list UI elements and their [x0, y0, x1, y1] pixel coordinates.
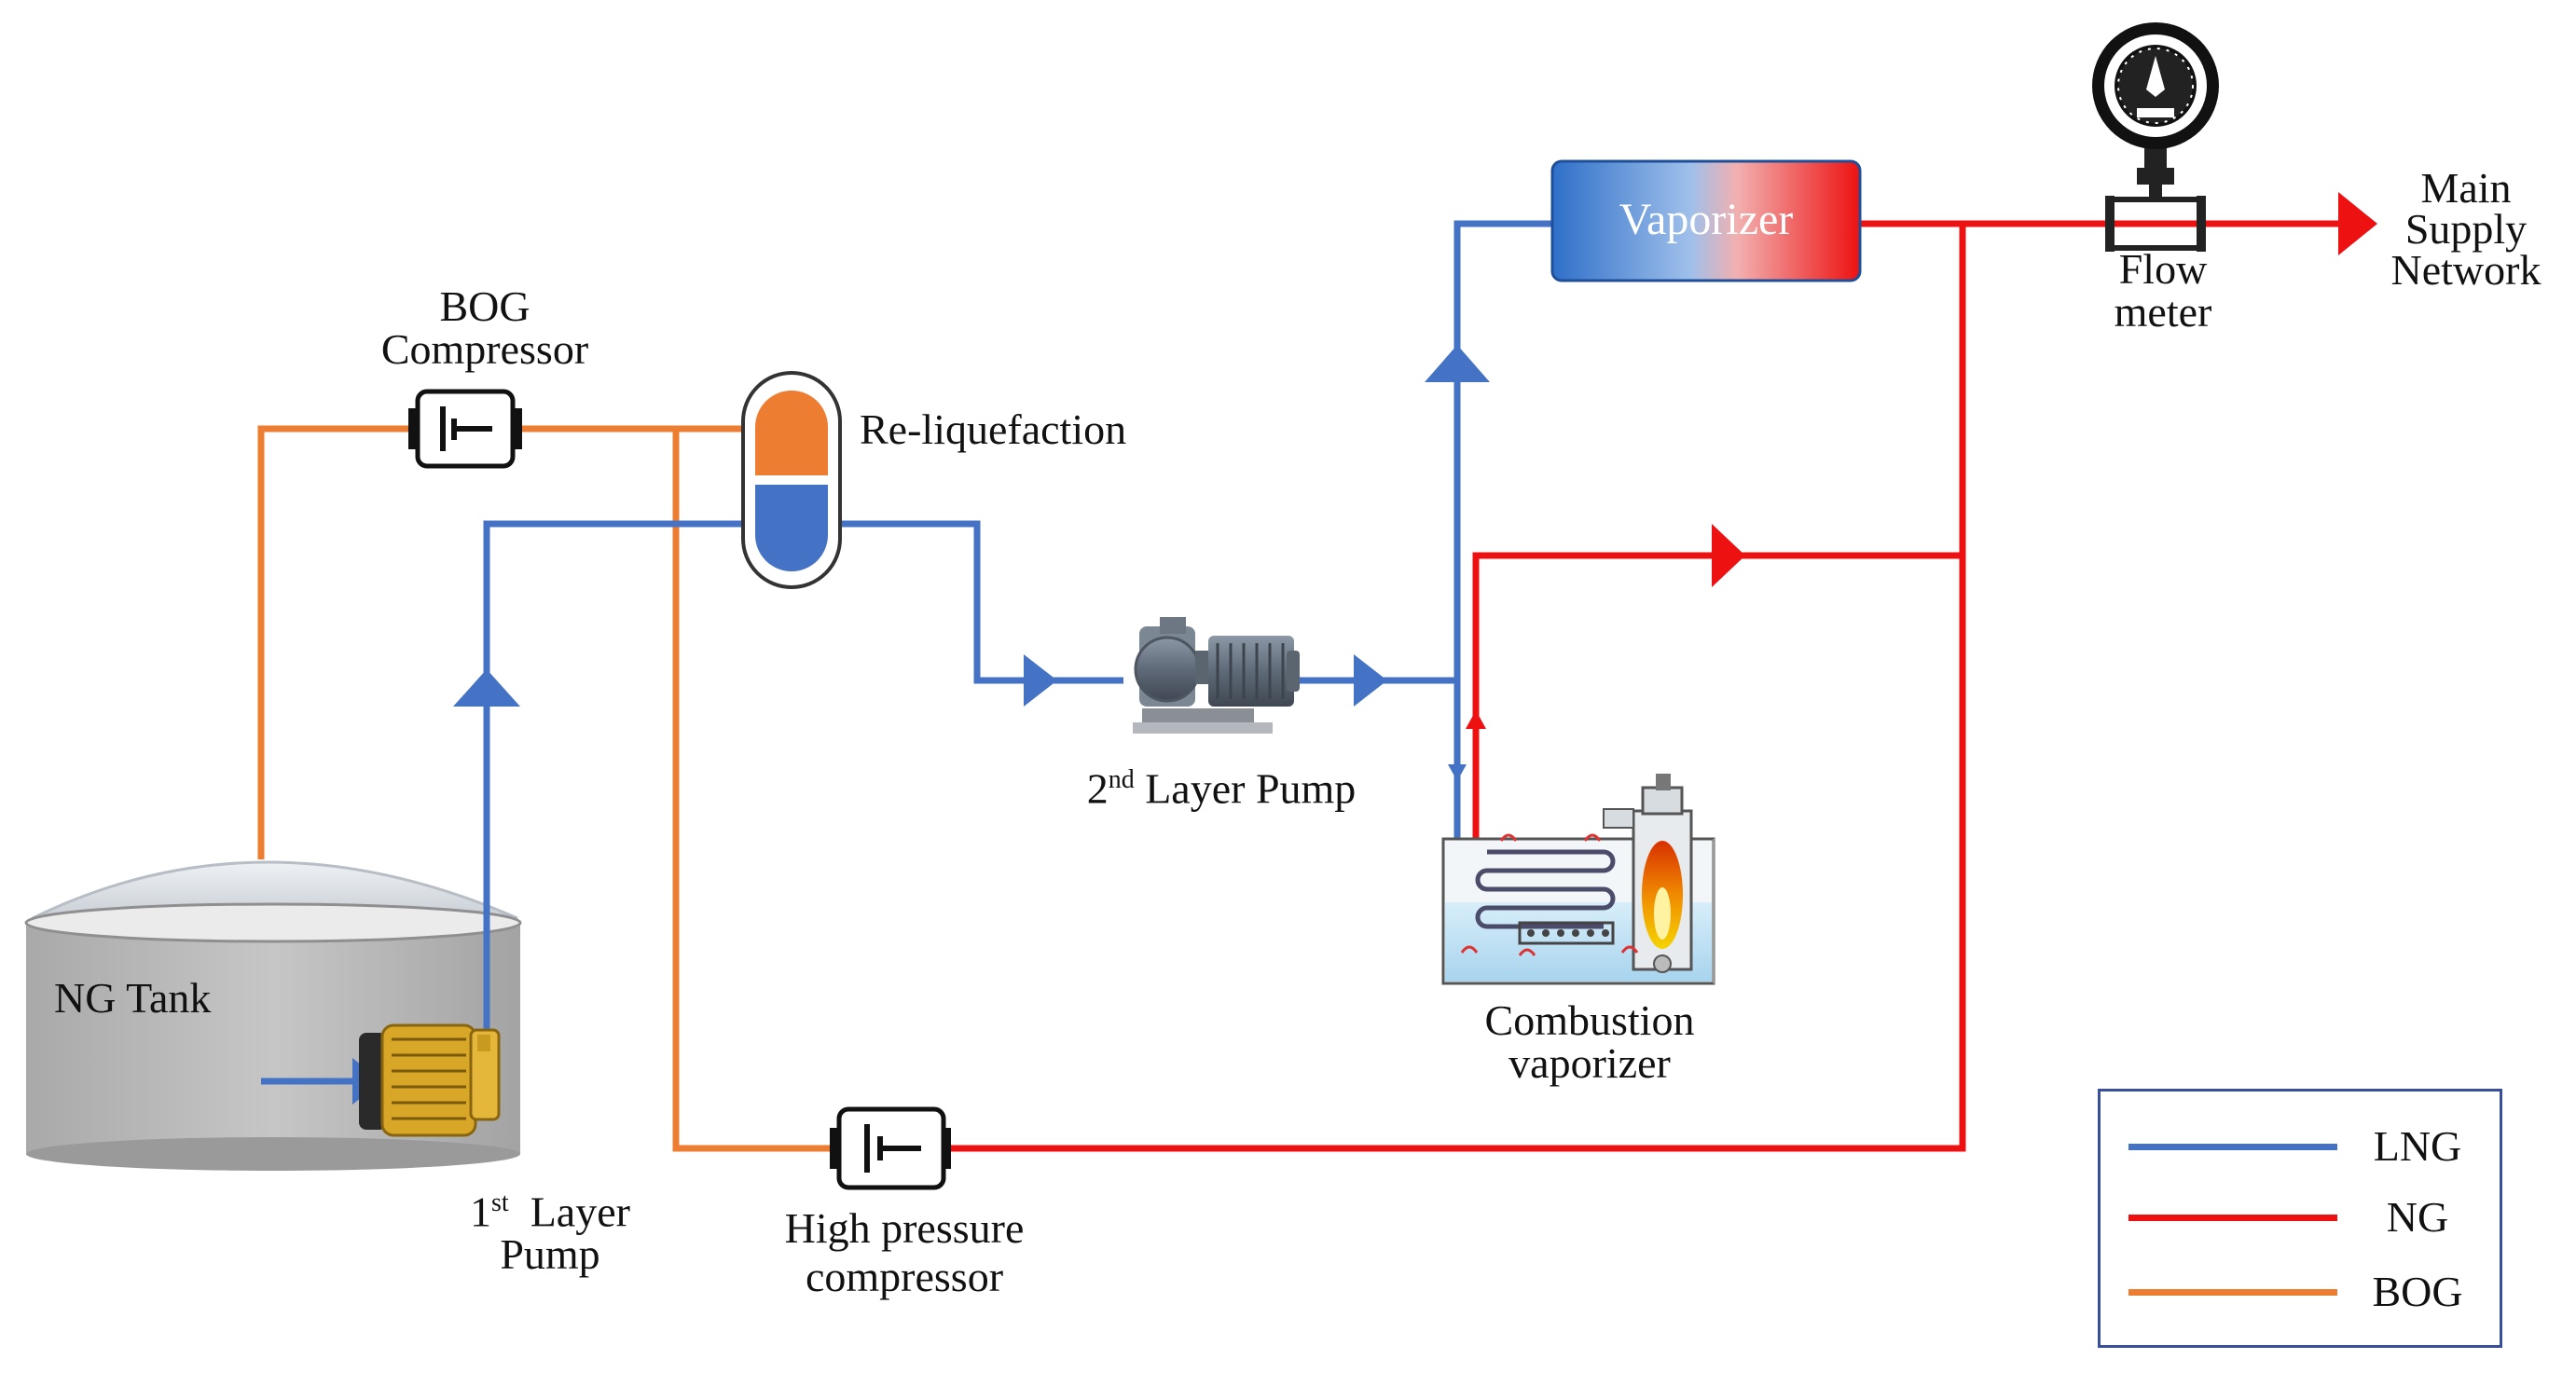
legend-label-bog: BOG — [2372, 1268, 2463, 1315]
flow-meter — [2092, 22, 2219, 252]
layer1-pump — [359, 1023, 501, 1137]
ng-arrowheads — [1466, 192, 2377, 729]
legend-item-bog: BOG — [2119, 1263, 2483, 1319]
legend-item-ng: NG — [2119, 1188, 2483, 1244]
bog-compressor — [408, 389, 522, 469]
vaporizer-label: Vaporizer — [1619, 195, 1794, 244]
main-supply-network-label: Main Supply Network — [2390, 164, 2542, 294]
vaporizer-box — [1550, 159, 1862, 282]
layer2-pump — [1133, 617, 1300, 734]
ng-tank-label: NG Tank — [54, 974, 212, 1022]
legend-label-lng: LNG — [2373, 1122, 2462, 1170]
legend-swatch-lng — [2128, 1144, 2337, 1150]
legend-item-lng: LNG — [2119, 1118, 2483, 1174]
legend-swatch-ng — [2128, 1215, 2337, 1221]
legend-swatch-bog — [2128, 1289, 2337, 1296]
layer2-pump-label: 2nd Layer Pump — [1086, 764, 1357, 813]
flow-meter-label: Flow meter — [2114, 245, 2212, 336]
legend-label-ng: NG — [2386, 1193, 2449, 1241]
legend: LNG NG BOG — [2098, 1089, 2502, 1348]
layer1-pump-label: 1st Layer Pump — [470, 1188, 630, 1279]
combustion-vaporizer — [1441, 774, 1715, 985]
combustion-vaporizer-label: Combustion vaporizer — [1484, 996, 1695, 1087]
reliquefaction-label: Re-liquefaction — [860, 405, 1127, 453]
lng-arrowheads — [352, 345, 1490, 1105]
flow-meter-gauge-icon — [2092, 22, 2219, 149]
bog-compressor-label: BOG Compressor — [380, 282, 589, 373]
high-pressure-compressor — [830, 1106, 951, 1190]
high-pressure-compressor-label: High pressure compressor — [784, 1204, 1025, 1300]
bog-lines — [257, 425, 839, 1152]
reliquefaction-vessel — [741, 371, 842, 589]
ng-lines — [942, 220, 2340, 1152]
